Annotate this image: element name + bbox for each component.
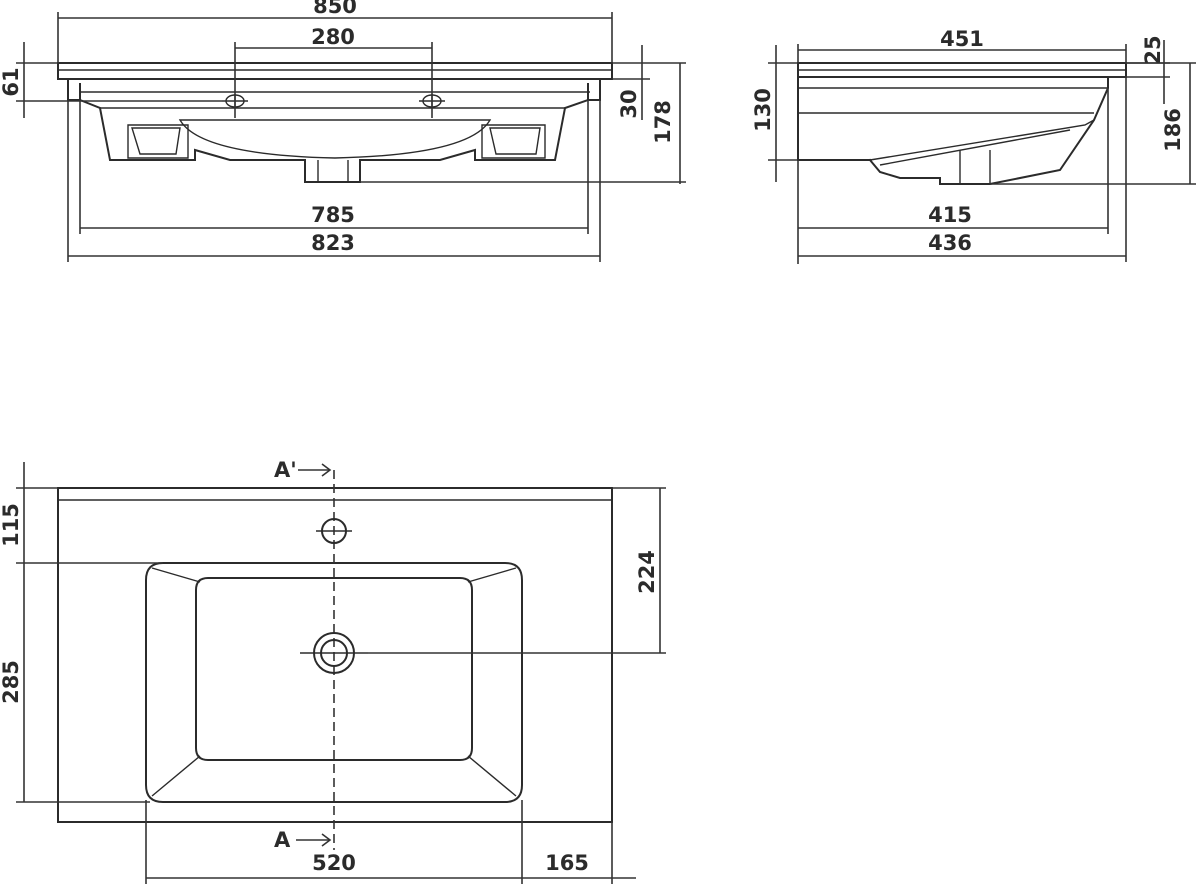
dim-165-label: 165	[545, 851, 589, 875]
dim-depth-415: 415	[797, 88, 1109, 264]
dim-overall-width: 850	[57, 0, 613, 63]
dim-186-label: 186	[1161, 108, 1185, 152]
front-view-outline	[57, 62, 613, 183]
dim-rear-to-bowl: 115	[0, 462, 163, 564]
tap-hole-icon	[316, 518, 352, 544]
dim-178-label: 178	[651, 100, 675, 144]
side-view: 451 25 130 186 415	[751, 27, 1196, 264]
dim-61-label: 61	[0, 67, 23, 96]
dim-115-label: 115	[0, 503, 23, 547]
side-view-outline	[797, 62, 1127, 185]
dim-451-label: 451	[940, 27, 984, 51]
dim-785-label: 785	[311, 203, 355, 227]
plan-view: A' A 115 285 224	[0, 458, 666, 884]
dim-224-label: 224	[635, 550, 659, 594]
dim-bowl-width: 520	[145, 800, 523, 884]
dim-total-height: 178	[360, 62, 686, 184]
dim-height-186: 186	[990, 62, 1196, 185]
dim-tap-spacing: 280	[234, 25, 433, 118]
dim-436-label: 436	[928, 231, 972, 255]
section-mark-top: A'	[274, 458, 332, 482]
dim-520-label: 520	[312, 851, 356, 875]
dim-415-label: 415	[928, 203, 972, 227]
dim-30-label: 30	[617, 89, 641, 118]
dim-to-drain: 224	[368, 487, 666, 654]
dim-overflow-30: 30	[612, 45, 650, 120]
dim-850-label: 850	[313, 0, 357, 18]
dim-823-label: 823	[311, 231, 355, 255]
section-mark-bottom-label: A	[274, 828, 291, 852]
front-view: 850 280 61 30 178	[0, 0, 686, 262]
dim-width-823: 823	[67, 100, 601, 262]
dim-width-785: 785	[79, 100, 589, 234]
plan-view-outline	[57, 487, 613, 823]
dim-height-61: 61	[0, 42, 222, 118]
dim-25-label: 25	[1141, 35, 1165, 64]
section-mark-bottom: A	[274, 828, 332, 852]
dim-130-label: 130	[751, 88, 775, 132]
dim-depth-436: 436	[798, 77, 1127, 262]
drain-icon	[300, 632, 368, 674]
dim-height-130: 130	[751, 45, 798, 182]
dim-side-margin: 165	[522, 822, 636, 884]
dim-bowl-depth: 285	[0, 563, 150, 803]
dim-top-depth: 451	[797, 27, 1127, 63]
section-mark-top-label: A'	[274, 458, 297, 482]
dim-285-label: 285	[0, 660, 23, 704]
dim-280-label: 280	[311, 25, 355, 49]
